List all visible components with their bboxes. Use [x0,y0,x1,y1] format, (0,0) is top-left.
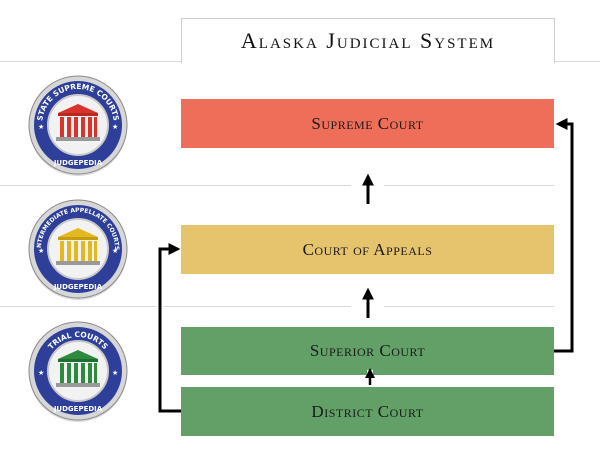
svg-text:★: ★ [112,247,118,255]
district-to-appeals-connector [156,243,181,415]
superior-court-box: Superior Court [181,327,554,375]
title-box: Alaska Judicial System [181,18,555,63]
diagram-title: Alaska Judicial System [240,28,496,53]
district-court-box: District Court [181,387,554,436]
trial-courts-seal: TRIAL COURTS JUDGEPEDIA ★ ★ [28,321,128,422]
svg-text:JUDGEPEDIA: JUDGEPEDIA [53,283,103,291]
svg-text:★: ★ [38,123,44,131]
appellate-courts-seal: INTERMEDIATE APPELLATE COURTS JUDGEPEDIA… [26,197,128,300]
supreme-court-label: Supreme Court [311,113,424,133]
district-court-label: District Court [311,401,424,421]
svg-text:★: ★ [38,369,44,377]
court-of-appeals-box: Court of Appeals [181,225,554,274]
superior-to-supreme-connector [554,118,576,355]
superior-court-label: Superior Court [309,341,426,360]
divider-line [181,306,351,307]
supreme-court-box: Supreme Court [181,99,554,148]
svg-text:JUDGEPEDIA: JUDGEPEDIA [53,159,103,167]
divider-line [0,185,181,186]
divider-line [0,306,181,307]
svg-text:★: ★ [38,247,44,255]
supreme-courts-seal: STATE SUPREME COURTS JUDGEPEDIA ★ ★ [28,75,128,176]
svg-text:★: ★ [112,369,118,377]
divider-line [384,185,554,186]
divider-line [181,185,351,186]
court-of-appeals-label: Court of Appeals [302,239,433,259]
svg-text:JUDGEPEDIA: JUDGEPEDIA [53,405,103,413]
divider-line [384,306,554,307]
svg-text:★: ★ [112,123,118,131]
